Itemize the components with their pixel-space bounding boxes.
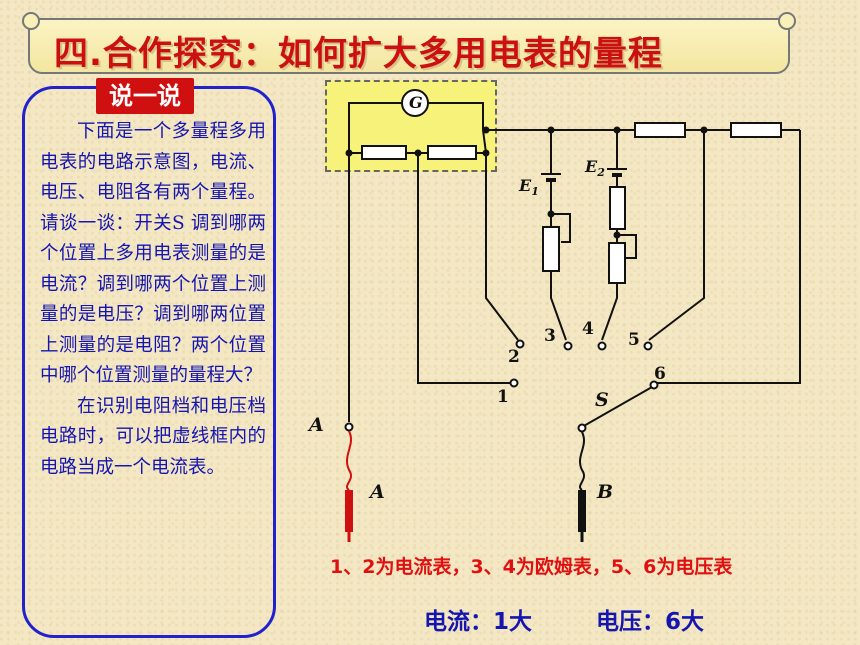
contact-1	[509, 378, 519, 388]
e1-rheostat	[542, 226, 560, 272]
e1-rheostat-slider	[551, 213, 571, 243]
e2-letter: E	[585, 157, 598, 176]
position-2-label: 2	[508, 347, 520, 367]
voltage-resistor-2	[730, 122, 782, 138]
position-4-label: 4	[582, 319, 594, 339]
switch-label: S	[595, 389, 609, 411]
e1-wire-bottom	[550, 271, 567, 341]
terminal-a-label: A	[309, 414, 324, 436]
pos1-wire	[417, 153, 512, 384]
e2-wire-bottom	[601, 283, 618, 341]
answer-note: 1、2为电流表，3、4为欧姆表，5、6为电压表	[330, 556, 733, 578]
galvanometer-label: G	[409, 93, 423, 112]
discussion-paragraph-1: 下面是一个多量程多用电表的电路示意图，电流、电压、电阻各有两个量程。请谈一谈：开…	[40, 121, 266, 386]
galvanometer-symbol	[401, 89, 429, 117]
e2-subscript: 2	[597, 166, 605, 180]
lead-a-wire	[346, 430, 352, 491]
contact-6	[649, 380, 659, 390]
shunt-resistor-2	[427, 145, 477, 160]
position-5-label: 5	[628, 330, 640, 350]
contact-5	[643, 341, 653, 351]
contact-4	[597, 341, 607, 351]
title-banner: 四.合作探究：如何扩大多用电表的量程	[22, 12, 796, 74]
position-3-label: 3	[544, 326, 556, 346]
pos2-wire	[485, 153, 519, 341]
lead-b-wire	[579, 431, 585, 491]
position-6-label: 6	[654, 364, 666, 384]
contact-2	[515, 339, 525, 349]
e1-letter: E	[519, 176, 532, 195]
answer-current: 电流：1大	[424, 609, 533, 635]
right-connector	[482, 129, 487, 154]
scroll-curl-left	[22, 12, 40, 30]
contact-3	[563, 341, 573, 351]
junction-top-1	[482, 126, 490, 134]
e1-subscript: 1	[531, 185, 539, 199]
page-title: 四.合作探究：如何扩大多用电表的量程	[54, 34, 663, 74]
answer-voltage: 电压：6大	[596, 609, 705, 635]
e1-label: E1	[519, 176, 539, 198]
scroll-curl-right	[778, 12, 796, 30]
shunt-resistor-1	[361, 145, 407, 160]
switch-pivot	[577, 423, 587, 433]
e2-rheostat-slider	[617, 234, 637, 259]
switch-blade	[581, 386, 653, 428]
voltage-resistor-1	[634, 122, 686, 138]
e2-rheostat	[608, 242, 626, 284]
e2-resistor	[609, 186, 626, 230]
pos6-wire	[655, 130, 801, 384]
probe-b-label: B	[597, 481, 614, 503]
terminal-a-post	[344, 422, 354, 432]
pos5-wire	[648, 130, 705, 341]
say-badge: 说一说	[96, 78, 194, 114]
probe-a-label: A	[370, 481, 385, 503]
e2-label: E2	[585, 157, 605, 179]
discussion-paragraph-2: 在识别电阻档和电压档电路时，可以把虚线框内的电路当成一个电流表。	[40, 395, 266, 478]
discussion-text: 下面是一个多量程多用电表的电路示意图，电流、电压、电阻各有两个量程。请谈一谈：开…	[40, 117, 266, 483]
position-1-label: 1	[497, 387, 509, 407]
